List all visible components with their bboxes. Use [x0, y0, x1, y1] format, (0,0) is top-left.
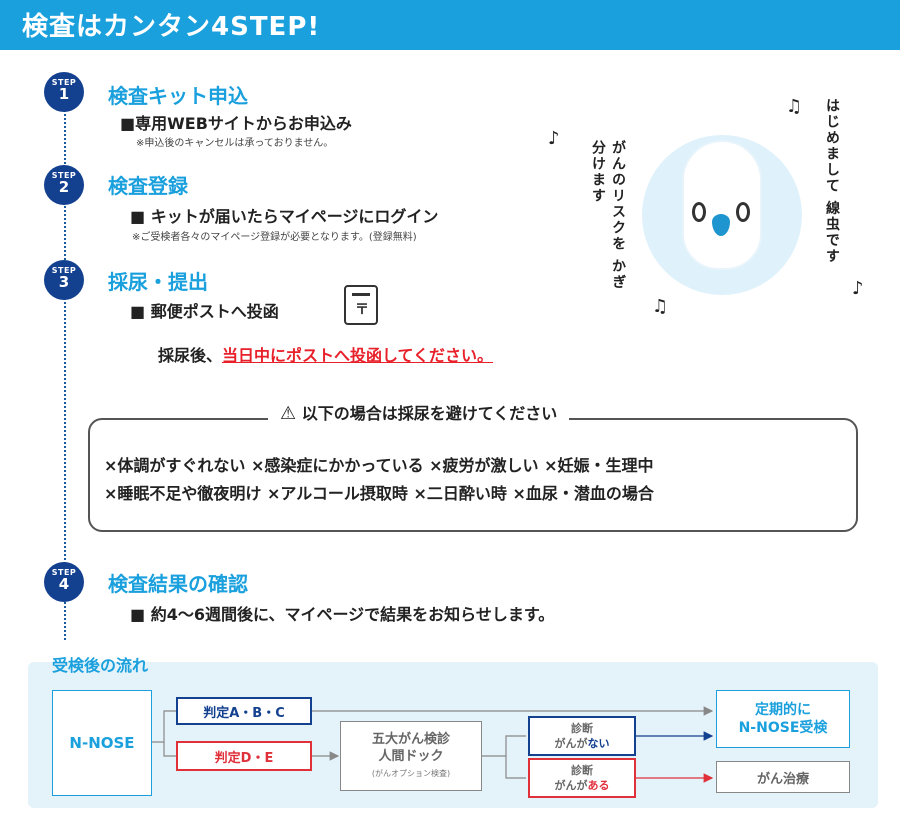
step-1-line: ■専用WEBサイトからお申込み	[120, 114, 352, 133]
warning-title: ⚠ 以下の場合は採尿を避けてください	[268, 400, 570, 424]
diagnosis-positive-box: 診断 がんがある	[528, 758, 636, 798]
diagnosis-negative-box: 診断 がんがない	[528, 716, 636, 756]
step-label: STEP	[51, 568, 77, 577]
step-2-note: ※ご受検者各々のマイページ登録が必要となります。(登録無料)	[132, 232, 417, 243]
mascot-illustration: がんのリスクを かぎ分けます はじめまして 線虫です ♪ ♫ ♪ ♫	[540, 90, 890, 320]
step-timeline	[64, 95, 66, 640]
step-number: 1	[58, 85, 70, 103]
step-3-title: 採尿・提出	[108, 270, 208, 294]
mascot-nose-icon	[712, 214, 730, 236]
step-4-line: ■ 約4～6週間後に、マイページで結果をお知らせします。	[130, 605, 555, 624]
instruction-prefix: 採尿後、	[158, 346, 223, 365]
page-title: 検査はカンタン4STEP!	[22, 12, 321, 42]
diagnosis-result: がんがない	[554, 737, 610, 750]
step-2-line: ■ キットが届いたらマイページにログイン	[130, 207, 439, 226]
step-3-line: ■ 郵便ポストへ投函	[130, 302, 279, 321]
music-note-icon: ♫	[786, 96, 803, 117]
warning-row-2: ×睡眠不足や徹夜明け ×アルコール摂取時 ×二日酔い時 ×血尿・潜血の場合	[104, 484, 654, 503]
judge-abc-box: 判定A・B・C	[176, 697, 312, 725]
header-bar: 検査はカンタン4STEP!	[0, 0, 900, 50]
screening-line-2: 人間ドック	[378, 748, 444, 764]
mailbox-icon: 〒	[344, 285, 378, 325]
step-2-title: 検査登録	[108, 174, 188, 198]
step-3-badge: STEP 3	[44, 260, 84, 300]
step-label: STEP	[51, 171, 77, 180]
diagnosis-label: 診断	[571, 722, 593, 735]
step-number: 3	[58, 273, 70, 291]
step-1-title: 検査キット申込	[108, 84, 248, 108]
judge-de-box: 判定D・E	[176, 741, 312, 771]
step-number: 2	[58, 178, 70, 196]
mascot-right-text: はじめまして 線虫です	[824, 98, 840, 265]
regular-test-line-1: 定期的に	[755, 702, 811, 718]
step-3-instruction: 採尿後、当日中にポストへ投函してください。	[158, 342, 493, 366]
screening-box: 五大がん検診 人間ドック (がんオプション検査)	[340, 721, 482, 791]
music-note-icon: ♫	[652, 296, 669, 317]
music-note-icon: ♪	[852, 278, 864, 299]
screening-line-1: 五大がん検診	[371, 731, 450, 747]
step-1-badge: STEP 1	[44, 72, 84, 112]
step-4-badge: STEP 4	[44, 562, 84, 602]
n-nose-box: N-NOSE	[52, 690, 152, 796]
diagnosis-label: 診断	[571, 764, 593, 777]
instruction-highlight: 当日中にポストへ投函してください。	[222, 346, 494, 365]
warning-row-1: ×体調がすぐれない ×感染症にかかっている ×疲労が激しい ×妊娠・生理中	[104, 456, 654, 475]
step-label: STEP	[51, 78, 77, 87]
step-4-title: 検査結果の確認	[108, 572, 248, 596]
cancer-treatment-box: がん治療	[716, 761, 850, 793]
step-2-badge: STEP 2	[44, 165, 84, 205]
screening-note: (がんオプション検査)	[371, 768, 451, 778]
step-1-note: ※申込後のキャンセルは承っておりません。	[136, 138, 334, 149]
diagnosis-result: がんがある	[554, 779, 610, 792]
warning-icon: ⚠	[280, 403, 297, 424]
mascot-eye-icon	[736, 202, 750, 222]
music-note-icon: ♪	[548, 128, 560, 149]
mascot-left-text: がんのリスクを かぎ分けます	[590, 140, 626, 291]
warning-title-text: 以下の場合は採尿を避けてください	[301, 404, 558, 423]
mascot-eye-icon	[692, 202, 706, 222]
flow-title: 受検後の流れ	[52, 656, 149, 675]
step-label: STEP	[51, 266, 77, 275]
step-number: 4	[58, 575, 70, 593]
regular-test-box: 定期的に N-NOSE受検	[716, 690, 850, 748]
regular-test-line-2: N-NOSE受検	[738, 720, 828, 736]
